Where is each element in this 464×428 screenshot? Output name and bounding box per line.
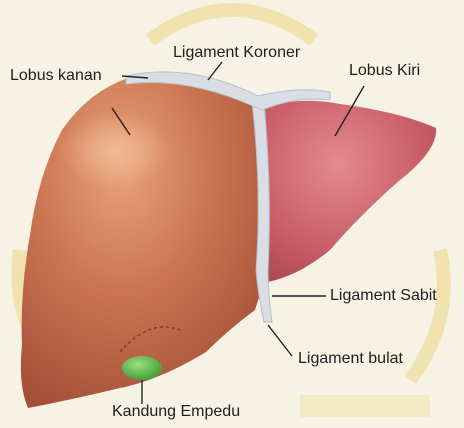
left-lobe-shape [258,101,436,282]
label-coronary-ligament: Ligament Koroner [173,44,300,62]
label-right-lobe: Lobus kanan [10,67,102,85]
label-round-ligament: Ligament bulat [298,350,403,368]
label-gallbladder: Kandung Empedu [112,403,240,421]
label-falciform-ligament: Ligament Sabit [330,287,437,305]
label-left-lobe: Lobus Kiri [349,62,420,80]
gallbladder-shape [122,356,162,380]
